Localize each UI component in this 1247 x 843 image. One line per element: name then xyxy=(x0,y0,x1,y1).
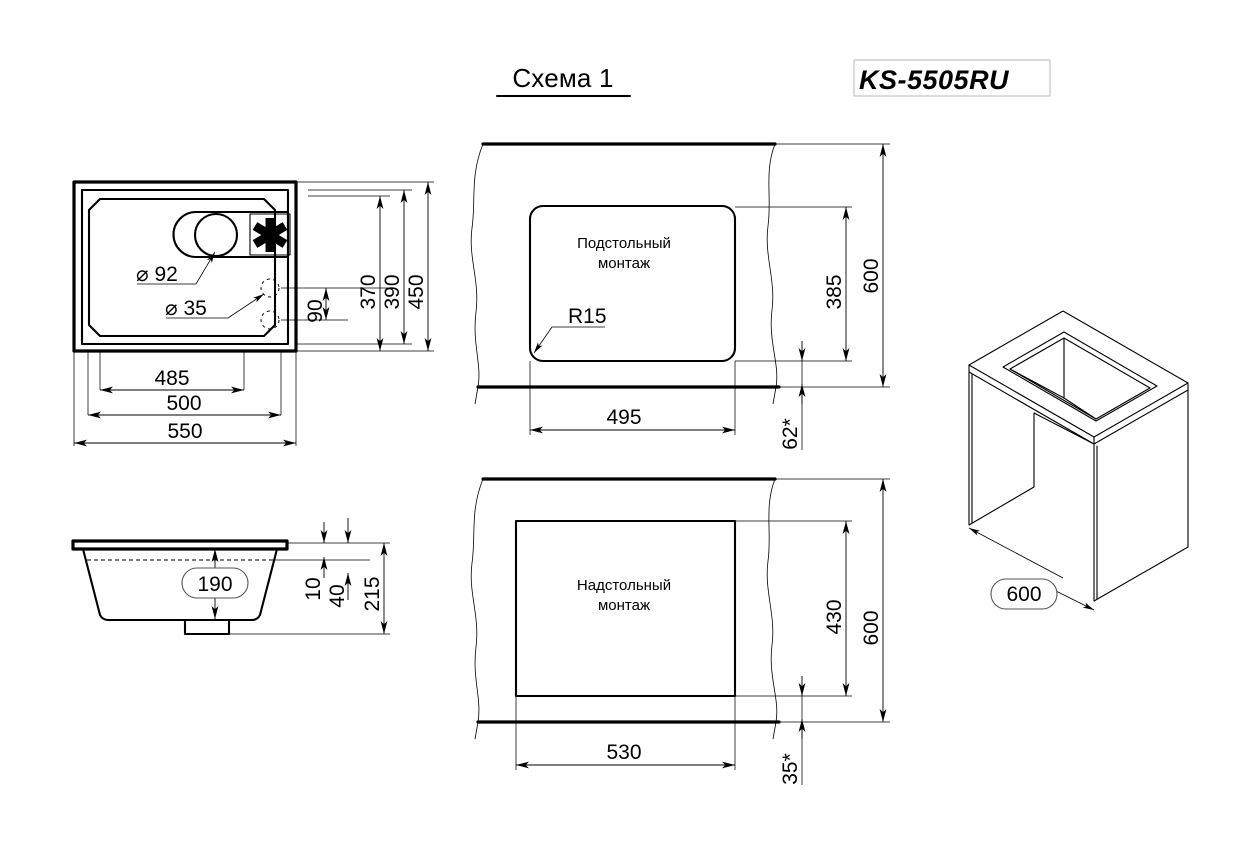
overmount-dim-600: 600 xyxy=(860,610,883,645)
iso-cutout-inner xyxy=(1009,337,1151,420)
isometric-cabinet-view: 600 xyxy=(968,310,1189,611)
iso-countertop-front-edge xyxy=(968,364,1095,445)
tap-hole-circle-2 xyxy=(260,310,280,330)
iso-countertop-top-face xyxy=(968,310,1189,438)
overmount-dim-35: 35* xyxy=(779,753,802,785)
overmount-cutout-rect xyxy=(514,519,737,698)
undermount-break-right xyxy=(766,143,778,405)
depth-callout-pill xyxy=(181,567,249,599)
section-dim-190: 190 xyxy=(197,573,232,596)
undermount-dim-495: 495 xyxy=(606,406,641,429)
iso-cabinet-right-panel xyxy=(1093,389,1189,602)
section-drain-stub xyxy=(183,618,231,636)
plan-dim-550: 550 xyxy=(167,420,202,443)
iso-cabinet-inner-join xyxy=(1033,412,1095,445)
plan-extension-lines xyxy=(73,181,434,446)
undermount-note-line2: монтаж xyxy=(598,255,650,272)
overmount-dim-430: 430 xyxy=(823,599,846,634)
product-code-box xyxy=(853,59,1051,97)
section-dim-40: 40 xyxy=(326,584,349,607)
overmount-note-line2: монтаж xyxy=(598,597,650,614)
iso-width-callout-pill xyxy=(990,578,1058,610)
overmount-break-right xyxy=(766,478,778,740)
sink-bowl-outline xyxy=(87,197,277,338)
iso-dim-600: 600 xyxy=(1006,583,1041,606)
section-depth-dimension: 190 xyxy=(181,549,249,619)
product-code: KS-5505RU xyxy=(859,65,1010,95)
section-bowl-body xyxy=(81,547,279,622)
asterisk-icon xyxy=(252,218,288,252)
undermount-radius-leader xyxy=(533,326,605,354)
undermount-note-line1: Подстольный xyxy=(577,235,671,252)
plan-vertical-dimensions: 90 370 390 450 xyxy=(304,182,432,351)
iso-bowl-wall-left xyxy=(1009,368,1065,399)
overflow-symbol-box xyxy=(249,213,291,256)
undermount-cutout-rect xyxy=(528,204,737,363)
sink-outer-outline xyxy=(72,180,298,353)
dia92-label: ⌀ 92 xyxy=(136,263,178,286)
overmount-break-left xyxy=(470,478,484,740)
sheet-title: Схема 1 xyxy=(512,63,613,93)
undermount-cutout-view: Подстольный монтаж R15 385 600 xyxy=(470,142,890,450)
plan-horizontal-dimensions: 485 500 550 xyxy=(74,367,296,447)
drain-hole-circle xyxy=(193,212,239,258)
drain-platform-outline xyxy=(172,210,290,259)
dia35-label: ⌀ 35 xyxy=(165,297,207,320)
dia92-leader xyxy=(137,251,216,285)
undermount-break-left xyxy=(470,143,484,405)
undermount-dim-600: 600 xyxy=(860,258,883,293)
overmount-note-line1: Надстольный xyxy=(577,577,671,594)
iso-bowl-wall-back xyxy=(1063,337,1097,420)
plan-dim-485: 485 xyxy=(154,367,189,390)
tap-hole-circle-1 xyxy=(260,278,280,298)
iso-width-dimension: 600 xyxy=(968,527,1095,611)
iso-cutout-outer xyxy=(1002,331,1158,422)
undermount-dim-62: 62* xyxy=(779,418,802,450)
plan-dim-390: 390 xyxy=(381,274,404,309)
undermount-extension-lines xyxy=(529,143,890,450)
section-view-bottom-left: 190 10 40 215 xyxy=(71,518,390,636)
undermount-radius-label: R15 xyxy=(568,305,607,328)
section-vertical-dimensions: 10 40 215 xyxy=(302,518,388,634)
sink-rim-outline xyxy=(80,188,290,346)
dia35-leader xyxy=(166,293,265,319)
plan-dim-500: 500 xyxy=(166,392,201,415)
plan-dim-450: 450 xyxy=(405,274,428,309)
iso-cabinet-left-panel xyxy=(968,371,1035,526)
section-dim-215: 215 xyxy=(361,576,384,611)
plan-dim-90: 90 xyxy=(304,299,327,322)
overmount-dim-530: 530 xyxy=(606,741,641,764)
title-block: Схема 1 KS-5505RU xyxy=(495,59,1051,98)
plan-dim-370: 370 xyxy=(357,274,380,309)
plan-view-top-left: ⌀ 92 ⌀ 35 90 370 390 450 xyxy=(72,180,434,447)
overmount-cutout-view: Надстольный монтаж 430 600 530 xyxy=(470,477,890,785)
undermount-dim-385: 385 xyxy=(823,274,846,309)
section-dim-10: 10 xyxy=(302,577,325,600)
section-rim-slab xyxy=(71,539,289,551)
